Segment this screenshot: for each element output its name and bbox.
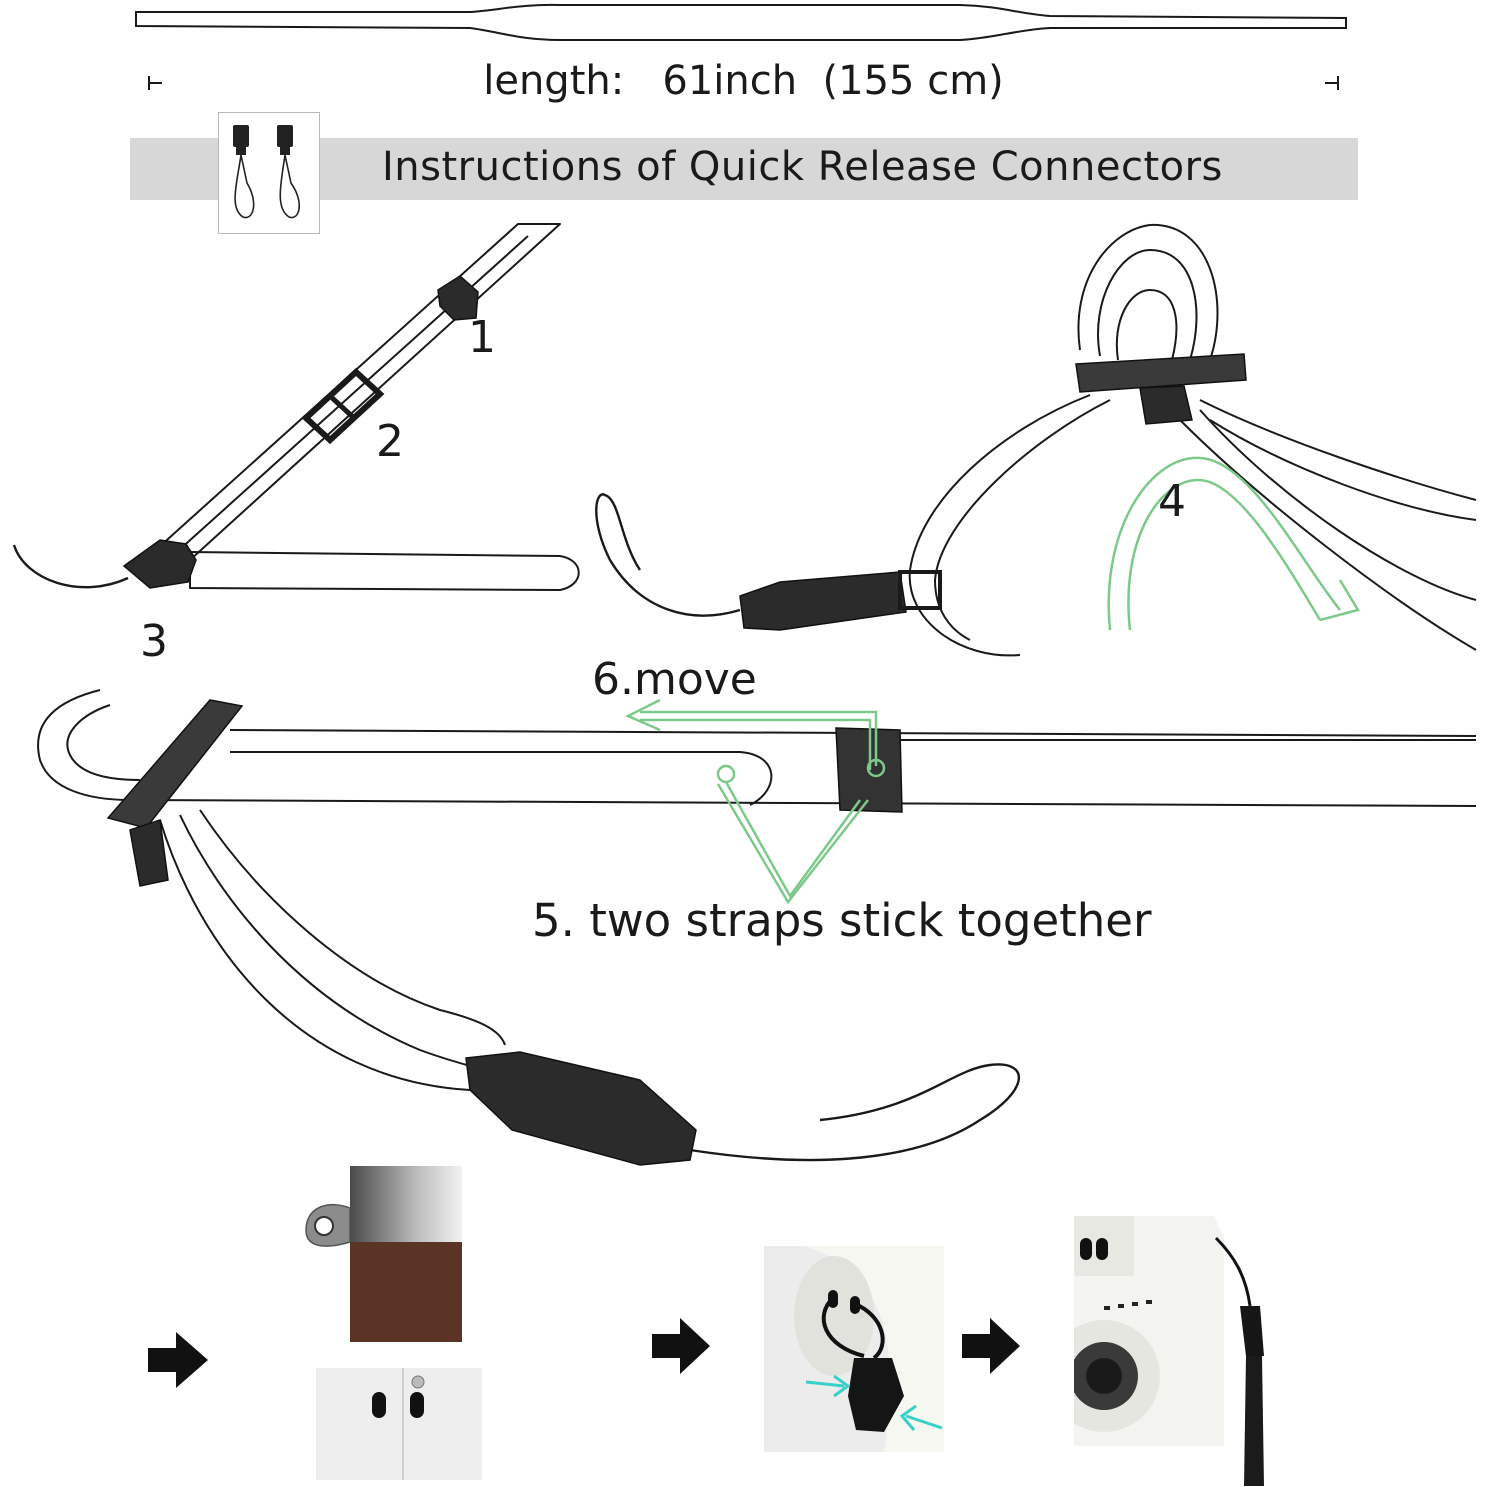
step-4-label: 4 — [1158, 476, 1186, 527]
right-length-marker-icon — [1325, 76, 1339, 90]
length-value: 61inch — [662, 58, 798, 104]
step-1-label: 1 — [468, 312, 496, 363]
length-metric: (155 cm) — [822, 58, 1004, 104]
right-arrow-icon — [962, 1318, 1020, 1374]
strap-outline-icon — [135, 3, 1347, 41]
step-5-label: 5. two straps stick together — [532, 894, 1152, 947]
right-arrow-icon — [148, 1332, 208, 1388]
cyan-press-arrow-icon — [805, 1374, 851, 1398]
cyan-press-arrow-icon — [899, 1404, 943, 1431]
camera-lug-photo — [300, 1166, 464, 1342]
step-3-label: 3 — [140, 616, 168, 667]
length-label: length: — [483, 58, 625, 104]
right-arrow-icon — [652, 1318, 710, 1374]
banner-title: Instructions of Quick Release Connectors — [382, 144, 1223, 190]
step-2-label: 2 — [376, 416, 404, 467]
camera-eyelet-photo — [316, 1368, 482, 1480]
length-caption: length: 61inch (155 cm) — [0, 58, 1487, 104]
camera-with-strap-photo — [1074, 1216, 1286, 1486]
connector-thumbnail — [218, 112, 320, 234]
title-banner — [130, 138, 1358, 200]
attach-cord-photo — [764, 1246, 944, 1452]
strap-diagram — [12, 223, 1477, 1166]
left-length-marker-icon — [148, 76, 162, 90]
step-6-label: 6.move — [592, 654, 757, 705]
